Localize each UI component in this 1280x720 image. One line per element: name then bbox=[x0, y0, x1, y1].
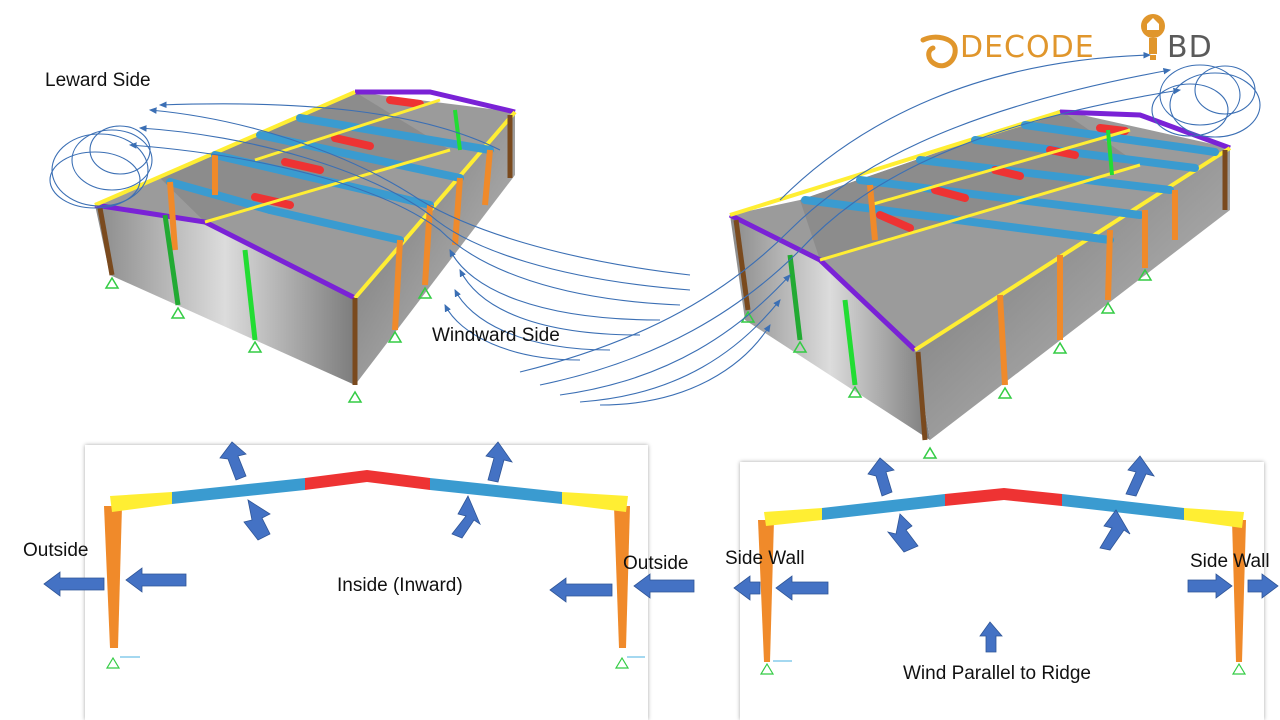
brand-logo: DECODE BD bbox=[915, 10, 1245, 69]
logo-mark-icon bbox=[920, 34, 958, 69]
inside-inward-label: Inside (Inward) bbox=[337, 575, 463, 596]
left-column bbox=[104, 506, 122, 648]
side-wall-left-label: Side Wall bbox=[725, 548, 805, 569]
right-column bbox=[1232, 520, 1246, 662]
right-wind-streamlines bbox=[519, 51, 1261, 406]
support-icon bbox=[105, 656, 630, 669]
wind-parallel-label: Wind Parallel to Ridge bbox=[903, 663, 1091, 684]
left-building-3d bbox=[94, 89, 517, 403]
outside-right-label: Outside bbox=[623, 553, 689, 574]
right-building-3d bbox=[728, 109, 1232, 459]
lightbulb-icon bbox=[1141, 14, 1165, 60]
left-wind-streamlines bbox=[49, 101, 691, 361]
side-wall-right-label: Side Wall bbox=[1190, 551, 1270, 572]
windward-side-label: Windward Side bbox=[432, 325, 560, 346]
brand-name-left: DECODE bbox=[960, 30, 1095, 65]
support-icon bbox=[759, 662, 1247, 675]
left-column bbox=[758, 520, 774, 662]
right-column bbox=[614, 506, 630, 648]
outside-left-label: Outside bbox=[23, 540, 89, 561]
wind-arrow-icon bbox=[733, 455, 1279, 653]
leward-side-label: Leward Side bbox=[45, 70, 151, 91]
brand-name-right: BD bbox=[1167, 30, 1213, 65]
wind-arrow-icon bbox=[43, 441, 695, 603]
